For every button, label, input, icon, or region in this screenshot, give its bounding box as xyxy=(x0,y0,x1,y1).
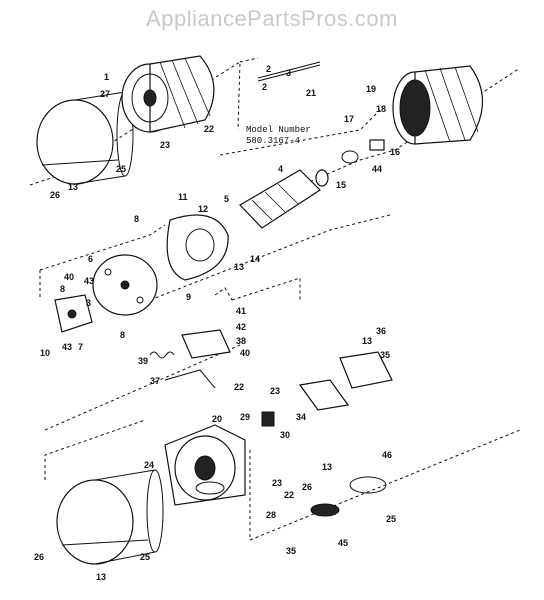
model-number-label: Model Number 580.3167-4 xyxy=(246,125,311,147)
callout-label: 5 xyxy=(224,194,229,204)
model-number-value: 580.3167-4 xyxy=(246,136,301,146)
callout-label: 21 xyxy=(306,88,316,98)
wire-clip xyxy=(164,369,216,389)
callout-label: 35 xyxy=(380,350,390,360)
callout-label: 23 xyxy=(160,140,170,150)
callout-label: 38 xyxy=(236,336,246,346)
motor-housing xyxy=(121,55,215,133)
callout-label: 8 xyxy=(120,330,125,340)
callout-label: 3 xyxy=(286,68,291,78)
callout-label: 8 xyxy=(60,284,65,294)
callout-label: 40 xyxy=(240,348,250,358)
drum-liner-top xyxy=(36,91,134,185)
callout-label: 39 xyxy=(138,356,148,366)
callout-label: 13 xyxy=(362,336,372,346)
field-coil xyxy=(392,65,484,145)
gasket-ring xyxy=(349,476,387,494)
callout-label: 7 xyxy=(78,342,83,352)
callout-label: 10 xyxy=(40,348,50,358)
callout-label: 24 xyxy=(144,460,154,470)
callout-label: 37 xyxy=(150,376,160,386)
model-number-heading: Model Number xyxy=(246,125,311,135)
callout-label: 25 xyxy=(140,552,150,562)
callout-label: 30 xyxy=(280,430,290,440)
watermark-text: AppliancePartsPros.com xyxy=(146,6,398,31)
callout-label: 22 xyxy=(204,124,214,134)
callout-label: 13 xyxy=(322,462,332,472)
callout-label: 36 xyxy=(376,326,386,336)
callout-label: 29 xyxy=(240,412,250,422)
filter-disc xyxy=(310,503,340,517)
o-ring xyxy=(341,150,359,164)
end-plate xyxy=(166,214,229,281)
callout-label: 43 xyxy=(84,276,94,286)
callout-label: 3 xyxy=(86,298,91,308)
callout-label: 16 xyxy=(390,147,400,157)
spring xyxy=(149,351,175,359)
callout-label: 18 xyxy=(376,104,386,114)
armature xyxy=(239,169,329,229)
callout-label: 22 xyxy=(234,382,244,392)
rod-part xyxy=(257,61,321,79)
cover-plate xyxy=(339,351,393,389)
callout-label: 20 xyxy=(212,414,222,424)
callout-label: 12 xyxy=(198,204,208,214)
callout-label: 26 xyxy=(34,552,44,562)
callout-label: 22 xyxy=(284,490,294,500)
callout-label: 17 xyxy=(344,114,354,124)
callout-label: 13 xyxy=(96,572,106,582)
assembly-guide-lines xyxy=(29,57,521,541)
callout-label: 25 xyxy=(386,514,396,524)
switch xyxy=(261,411,275,427)
callout-label: 42 xyxy=(236,322,246,332)
callout-label: 4 xyxy=(278,164,283,174)
brush-holder-plate xyxy=(92,254,158,316)
callout-label: 13 xyxy=(234,262,244,272)
callout-label: 19 xyxy=(366,84,376,94)
callout-label: 2 xyxy=(266,64,271,74)
callout-label: 9 xyxy=(186,292,191,302)
callout-label: 8 xyxy=(134,214,139,224)
main-housing xyxy=(164,424,246,506)
callout-label: 41 xyxy=(236,306,246,316)
callout-label: 43 xyxy=(62,342,72,352)
callout-label: 26 xyxy=(50,190,60,200)
callout-label: 28 xyxy=(266,510,276,520)
switch-bracket xyxy=(181,329,231,359)
callout-label: 11 xyxy=(178,192,188,202)
gasket xyxy=(298,379,350,411)
bushing xyxy=(369,139,385,151)
callout-label: 25 xyxy=(116,164,126,174)
callout-label: 13 xyxy=(68,182,78,192)
callout-label: 26 xyxy=(302,482,312,492)
callout-label: 2 xyxy=(262,82,267,92)
callout-label: 44 xyxy=(372,164,382,174)
callout-label: 27 xyxy=(100,89,110,99)
callout-label: 23 xyxy=(272,478,282,488)
callout-label: 6 xyxy=(88,254,93,264)
callout-label: 23 xyxy=(270,386,280,396)
callout-label: 15 xyxy=(336,180,346,190)
callout-label: 14 xyxy=(250,254,260,264)
drum-liner-bottom xyxy=(56,469,164,565)
callout-labels: 1 27 2 3 2 21 22 23 25 26 13 19 18 17 16… xyxy=(34,64,400,582)
callout-label: 34 xyxy=(296,412,306,422)
callout-label: 1 xyxy=(104,72,109,82)
callout-label: 45 xyxy=(338,538,348,548)
callout-label: 35 xyxy=(286,546,296,556)
callout-label: 46 xyxy=(382,450,392,460)
callout-label: 40 xyxy=(64,272,74,282)
bracket xyxy=(54,294,93,333)
